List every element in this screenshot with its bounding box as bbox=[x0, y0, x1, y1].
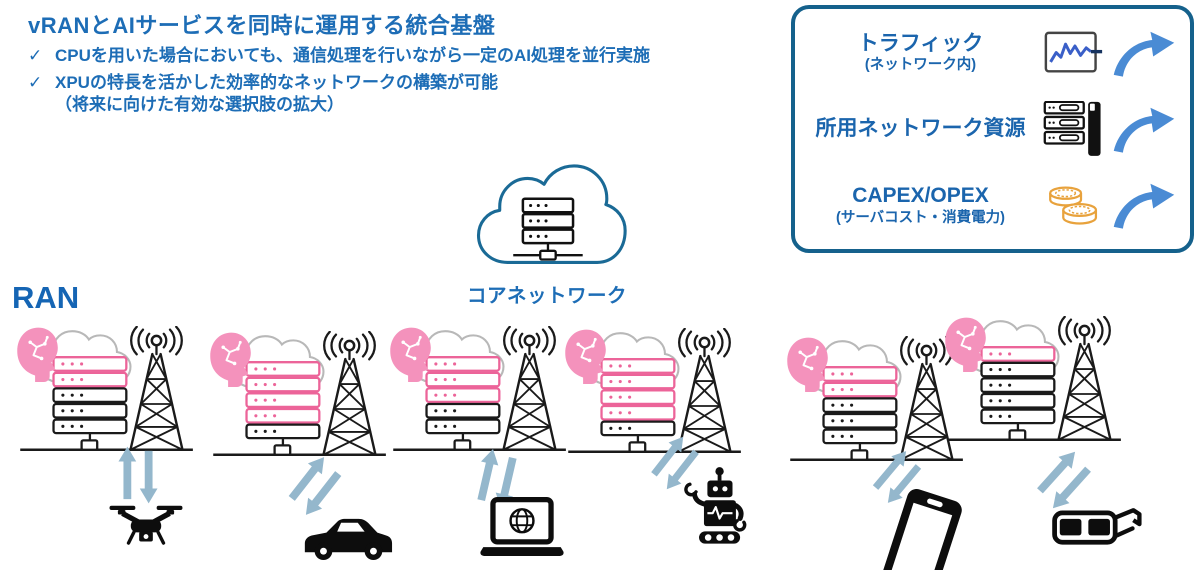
drone-icon bbox=[108, 502, 184, 549]
base-station bbox=[14, 325, 196, 456]
updown-arrows-icon bbox=[641, 428, 709, 498]
kpi-traffic-title: トラフィック bbox=[857, 32, 984, 55]
updown-arrows-icon bbox=[116, 444, 160, 506]
updown-arrows-icon bbox=[1022, 437, 1106, 523]
edge-server-icon bbox=[213, 361, 386, 457]
ran-label: RAN bbox=[12, 280, 80, 315]
bullet-2-text: XPUの特長を活かした効率的なネットワークの構築が可能 bbox=[55, 73, 498, 93]
bullet-1: ✓ CPUを用いた場合においても、通信処理を行いながら一定のAI処理を並行実施 bbox=[28, 45, 788, 67]
ai-head-icon bbox=[210, 332, 251, 387]
check-icon: ✓ bbox=[28, 73, 43, 93]
traffic-chart-icon bbox=[1040, 31, 1108, 74]
page-title: vRANとAIサービスを同時に運用する統合基盤 bbox=[28, 13, 496, 38]
cloud-server-icon bbox=[462, 164, 632, 277]
antenna-tower-icon bbox=[129, 325, 184, 451]
kpi-capex-title: CAPEX/OPEX bbox=[852, 184, 989, 208]
increase-arrow-icon bbox=[1108, 29, 1180, 77]
base-station bbox=[784, 335, 966, 466]
kpi-row-network-resource: 所用ネットワーク資源 bbox=[801, 100, 1180, 158]
base-station bbox=[562, 327, 744, 458]
ai-head-icon bbox=[17, 327, 58, 382]
core-network-label: コアネットワーク bbox=[466, 285, 627, 308]
updown-arrows-icon bbox=[279, 448, 352, 524]
antenna-tower-icon bbox=[677, 327, 732, 453]
ai-head-icon bbox=[565, 329, 606, 384]
base-station bbox=[207, 330, 389, 461]
updown-arrows-icon bbox=[863, 442, 931, 512]
core-network: コアネットワーク bbox=[462, 164, 632, 308]
edge-server-icon bbox=[393, 356, 566, 452]
kpi-resource-title: 所用ネットワーク資源 bbox=[815, 116, 1026, 140]
ran-site bbox=[383, 325, 598, 570]
kpi-traffic-subtitle: (ネットワーク内) bbox=[864, 57, 977, 74]
ran-site bbox=[938, 315, 1153, 570]
bullet-1-text: CPUを用いた場合においても、通信処理を行いながら一定のAI処理を並行実施 bbox=[55, 46, 651, 65]
base-station bbox=[942, 315, 1124, 446]
kpi-box: トラフィック (ネットワーク内) 所用ネットワーク資源 bbox=[791, 5, 1194, 253]
ai-head-icon bbox=[390, 327, 431, 382]
header-block: vRANとAIサービスを同時に運用する統合基盤 ✓ CPUを用いた場合においても… bbox=[28, 8, 788, 116]
kpi-row-traffic: トラフィック (ネットワーク内) bbox=[801, 29, 1180, 77]
increase-arrow-icon bbox=[1108, 105, 1180, 153]
increase-arrow-icon bbox=[1108, 181, 1180, 229]
ran-site bbox=[203, 330, 418, 570]
kpi-row-capex-opex: CAPEX/OPEX (サーバコスト・消費電力) bbox=[801, 181, 1180, 229]
note-text: （将来に向けた有効な選択肢の拡大） bbox=[55, 95, 344, 115]
ran-site bbox=[780, 335, 995, 570]
base-station bbox=[387, 325, 569, 456]
edge-server-icon bbox=[790, 366, 963, 462]
coins-icon bbox=[1040, 182, 1108, 229]
antenna-tower-icon bbox=[502, 325, 557, 451]
server-meter-icon bbox=[1040, 100, 1108, 158]
edge-server-icon bbox=[568, 358, 741, 454]
edge-server-icon bbox=[20, 356, 193, 452]
ai-head-icon bbox=[945, 317, 986, 372]
kpi-capex-subtitle: (サーバコスト・消費電力) bbox=[835, 209, 1005, 226]
antenna-tower-icon bbox=[1057, 315, 1112, 441]
ran-site bbox=[10, 325, 225, 570]
antenna-tower-icon bbox=[322, 330, 377, 456]
car-icon bbox=[297, 513, 395, 564]
check-icon: ✓ bbox=[28, 46, 43, 65]
robot-icon bbox=[680, 466, 750, 545]
laptop-icon bbox=[478, 497, 566, 559]
smart-glasses-icon bbox=[1052, 499, 1142, 551]
ran-site bbox=[558, 327, 773, 570]
ai-head-icon bbox=[787, 337, 828, 392]
bullet-2: ✓ XPUの特長を活かした効率的なネットワークの構築が可能 bbox=[28, 72, 788, 94]
smartphone-icon bbox=[874, 483, 967, 570]
updown-arrows-icon bbox=[469, 444, 526, 514]
edge-server-icon bbox=[948, 346, 1121, 442]
